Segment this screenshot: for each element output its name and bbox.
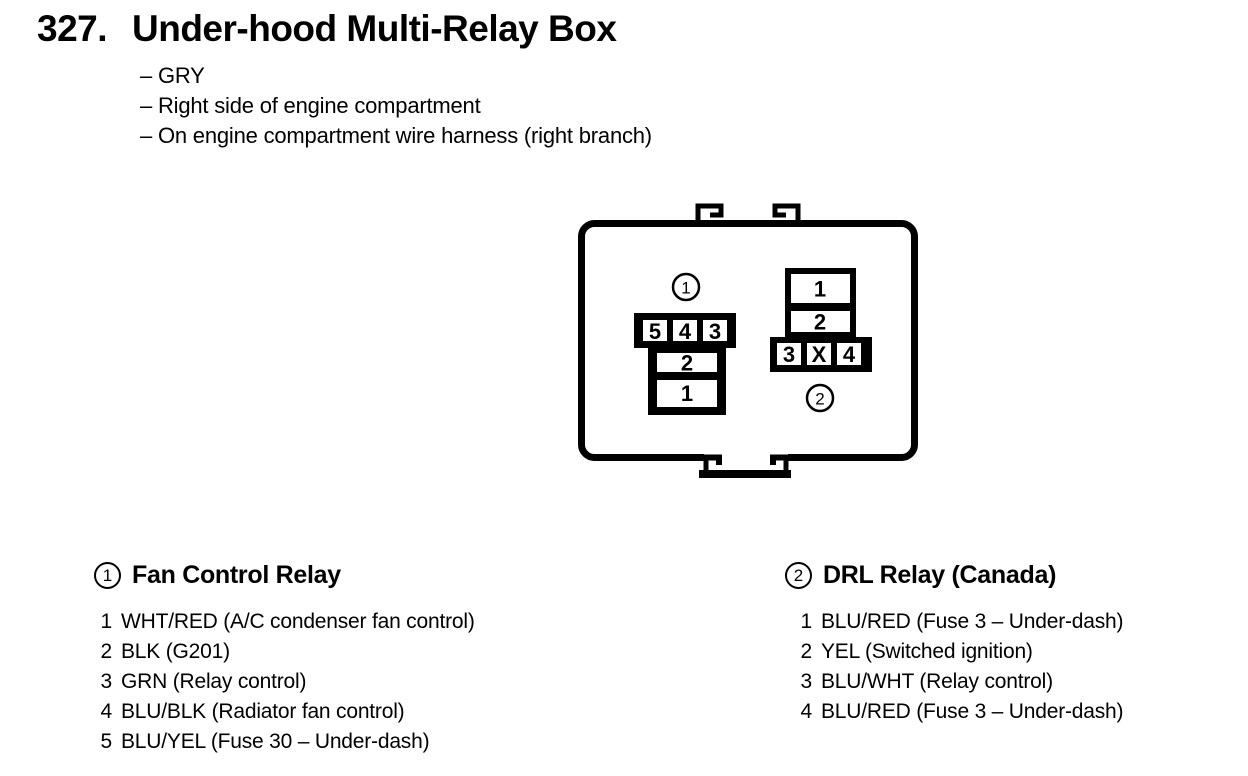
pin-description: BLK (G201): [121, 640, 230, 663]
pin-description: GRN (Relay control): [121, 670, 307, 693]
connector1-pin-5-label: 5: [649, 319, 661, 344]
pin-number: 1: [100, 610, 113, 633]
pin-number: 4: [800, 700, 813, 723]
page-title: Under-hood Multi-Relay Box: [132, 8, 617, 49]
connector2-cavity-1: [791, 274, 850, 303]
note-location: – Right side of engine compartment: [140, 93, 481, 118]
relay-box-figure: 1 5 4 3 2 1 1 2 3 X 4 2: [578, 203, 918, 478]
callout-1-number: 1: [681, 279, 690, 298]
connector1-pin-1-label: 1: [681, 381, 693, 406]
callout-1-circle: [671, 272, 701, 302]
connector2-cavity-2: [791, 311, 850, 332]
legend-1-title: Fan Control Relay: [132, 561, 341, 589]
pin-number: 2: [800, 640, 813, 663]
legend-1-pin-list: 1 WHT/RED (A/C condenser fan control) 2 …: [98, 607, 475, 757]
legend-2-title: DRL Relay (Canada): [823, 561, 1057, 589]
pin-number: 2: [100, 640, 113, 663]
clip-hook-bottom-right: [770, 454, 788, 465]
note-color: – GRY: [140, 63, 205, 88]
connector1-cavity-5: [643, 320, 667, 341]
legend-fan-control-relay: 1 Fan Control Relay 1 WHT/RED (A/C conde…: [94, 561, 475, 757]
note-harness: – On engine compartment wire harness (ri…: [140, 123, 652, 148]
connector2-pin-3-label: 3: [783, 342, 795, 367]
connector1-cavity-2: [657, 353, 717, 372]
connector2-pin-2-label: 2: [814, 310, 826, 335]
bottom-edge-gap: [704, 452, 788, 463]
connector1-cavity-4: [673, 320, 697, 341]
pin-row: 3 BLU/WHT (Relay control): [798, 667, 1123, 697]
callout-2-circle: [805, 383, 835, 413]
pin-description: WHT/RED (A/C condenser fan control): [121, 610, 475, 633]
legend-1-header: 1 Fan Control Relay: [94, 561, 475, 590]
pin-row: 3 GRN (Relay control): [98, 667, 475, 697]
pin-row: 5 BLU/YEL (Fuse 30 – Under-dash): [98, 727, 475, 757]
connector2-cavity-4: [837, 343, 861, 365]
connector2-pin-4-label: 4: [843, 342, 856, 367]
connector1-pin-2-label: 2: [681, 351, 693, 376]
pin-row: 1 WHT/RED (A/C condenser fan control): [98, 607, 475, 637]
pin-description: BLU/RED (Fuse 3 – Under-dash): [821, 610, 1124, 633]
callout-2-number: 2: [815, 390, 824, 409]
clip-hook-bottom-left: [704, 454, 722, 465]
connector2-pin-x-label: X: [812, 342, 827, 367]
pin-number: 3: [800, 670, 813, 693]
connector2-pin-1-label: 1: [814, 277, 826, 302]
pin-row: 4 BLU/BLK (Radiator fan control): [98, 697, 475, 727]
relay-box-diagram: 1 5 4 3 2 1 1 2 3 X 4 2: [560, 190, 940, 500]
legend-drl-relay: 2 DRL Relay (Canada) 1 BLU/RED (Fuse 3 –…: [785, 561, 1124, 727]
pin-number: 1: [800, 610, 813, 633]
legend-2-callout-icon: 2: [785, 562, 812, 589]
pin-description: YEL (Switched ignition): [821, 640, 1033, 663]
connector2-cavity-3: [777, 343, 801, 365]
legend-1-callout-icon: 1: [94, 562, 121, 589]
connector2-cavity-x: [807, 343, 831, 365]
location-notes: – GRY – Right side of engine compartment…: [140, 61, 652, 151]
pin-description: BLU/YEL (Fuse 30 – Under-dash): [121, 730, 430, 753]
connector1-cavity-3: [703, 320, 727, 341]
pin-row: 4 BLU/RED (Fuse 3 – Under-dash): [798, 697, 1124, 727]
pin-description: BLU/BLK (Radiator fan control): [121, 700, 405, 723]
pin-row: 2 BLK (G201): [98, 637, 475, 667]
pin-number: 3: [100, 670, 113, 693]
connector1-pin-4-label: 4: [679, 319, 692, 344]
legend-2-pin-list: 1 BLU/RED (Fuse 3 – Under-dash) 2 YEL (S…: [798, 607, 1124, 727]
connector1-cavity-1: [657, 380, 717, 407]
clip-tab-top-left: [695, 203, 724, 221]
pin-description: BLU/RED (Fuse 3 – Under-dash): [821, 700, 1124, 723]
pin-row: 1 BLU/RED (Fuse 3 – Under-dash): [798, 607, 1124, 637]
legend-2-header: 2 DRL Relay (Canada): [785, 561, 1123, 590]
section-heading: 327. Under-hood Multi-Relay Box: [37, 8, 617, 50]
pin-number: 4: [100, 700, 113, 723]
connector1-pin-3-label: 3: [709, 319, 721, 344]
section-number: 327.: [37, 8, 108, 49]
pin-number: 5: [100, 730, 113, 753]
pin-row: 2 YEL (Switched ignition): [798, 637, 1123, 667]
pin-description: BLU/WHT (Relay control): [821, 670, 1053, 693]
clip-tab-top-right: [772, 203, 801, 221]
